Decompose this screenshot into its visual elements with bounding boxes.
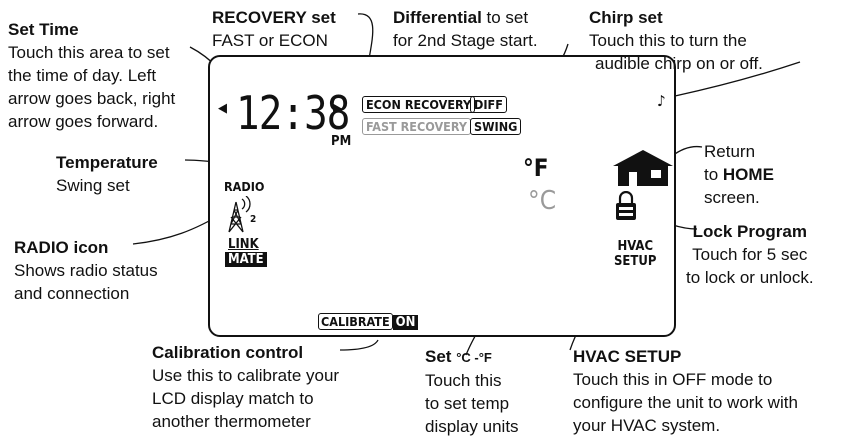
- home-to: to: [704, 165, 723, 184]
- lcd-display: [208, 55, 676, 337]
- callout-return-home: Return to HOME screen.: [704, 140, 774, 209]
- set-time-line: Touch this area to set: [8, 43, 170, 62]
- set-time-line: the time of day. Left: [8, 66, 157, 85]
- hvac-line: configure the unit to work with: [573, 393, 798, 412]
- callout-differential: Differential to set for 2nd Stage start.: [393, 6, 538, 52]
- calibrate-label: CALIBRATE: [318, 313, 393, 330]
- callout-radio: RADIO icon Shows radio status and connec…: [14, 236, 158, 305]
- units-line: Touch this: [425, 371, 502, 390]
- callout-lock: Lock Program Touch for 5 sec to lock or …: [686, 220, 814, 289]
- units-title: Set: [425, 347, 452, 366]
- set-time-line: arrow goes back, right: [8, 89, 176, 108]
- radio-line: and connection: [14, 284, 130, 303]
- radio-label: RADIO: [224, 179, 265, 194]
- padlock-icon[interactable]: [614, 191, 638, 221]
- calibration-line: LCD display match to: [152, 389, 314, 408]
- leader-calibration: [339, 339, 379, 351]
- hvac-line: your HVAC system.: [573, 416, 721, 435]
- fast-recovery-button[interactable]: FAST RECOVERY: [362, 118, 471, 135]
- callout-calibration: Calibration control Use this to calibrat…: [152, 341, 339, 433]
- fahrenheit-toggle[interactable]: °F: [523, 154, 549, 182]
- units-line: display units: [425, 417, 519, 436]
- units-symbols: °C -°F: [456, 350, 492, 365]
- radio-title: RADIO icon: [14, 238, 109, 257]
- time-forward-arrow[interactable]: ▶: [333, 101, 342, 116]
- hvac-line-1: HVAC: [617, 239, 654, 254]
- callout-recovery: RECOVERY set FAST or ECON: [212, 6, 336, 52]
- hvac-setup-button[interactable]: HVAC SETUP: [614, 239, 656, 269]
- radio-line: Shows radio status: [14, 261, 158, 280]
- differential-rest: to set: [481, 8, 529, 27]
- leader-chirp: [674, 61, 801, 97]
- leader-home: [671, 145, 703, 157]
- calibration-line: Use this to calibrate your: [152, 366, 340, 385]
- calibration-line: another thermometer: [152, 412, 311, 431]
- callout-set-units: Set °C -°F Touch this to set temp displa…: [425, 345, 519, 438]
- callout-set-time: Set Time Touch this area to set the time…: [8, 18, 175, 133]
- recovery-title: RECOVERY set: [212, 8, 336, 27]
- swing-button[interactable]: SWING: [470, 118, 522, 135]
- lock-line: to lock or unlock.: [686, 268, 814, 287]
- calibration-title: Calibration control: [152, 343, 304, 362]
- hvac-line-2: SETUP: [614, 254, 657, 269]
- ampm-indicator: PM: [331, 134, 352, 149]
- home-line-3: screen.: [704, 188, 760, 207]
- callout-chirp: Chirp set Touch this to turn the audible…: [589, 6, 763, 75]
- mate-label: MATE: [225, 252, 267, 267]
- celsius-toggle[interactable]: °C: [528, 186, 557, 216]
- hvac-line: Touch this in OFF mode to: [573, 370, 773, 389]
- set-time-line: arrow goes forward.: [8, 112, 159, 131]
- time-back-arrow[interactable]: ◀: [218, 101, 227, 116]
- callout-temperature: Temperature Swing set: [56, 151, 158, 197]
- diff-button[interactable]: DIFF: [470, 96, 507, 113]
- lock-line: Touch for 5 sec: [692, 245, 808, 264]
- lock-title: Lock Program: [692, 222, 807, 241]
- temperature-line: Swing set: [56, 176, 130, 195]
- chirp-line: audible chirp on or off.: [595, 54, 763, 73]
- recovery-line: FAST or ECON: [212, 31, 328, 50]
- radio-tower-icon: [228, 196, 251, 233]
- callout-hvac-setup: HVAC SETUP Touch this in OFF mode to con…: [573, 345, 798, 437]
- music-note-icon[interactable]: ♪: [657, 92, 666, 110]
- chirp-title: Chirp set: [589, 8, 663, 27]
- house-icon[interactable]: [613, 150, 673, 186]
- time-digits[interactable]: 12:38: [236, 86, 350, 140]
- econ-recovery-button[interactable]: ECON RECOVERY: [362, 96, 476, 113]
- differential-line: for 2nd Stage start.: [393, 31, 538, 50]
- link-label: LINK: [228, 237, 259, 252]
- home-line-1: Return: [704, 142, 756, 161]
- differential-title: Differential: [393, 8, 482, 27]
- chirp-line: Touch this to turn the: [589, 31, 747, 50]
- hvac-title: HVAC SETUP: [573, 347, 682, 366]
- units-line: to set temp: [425, 394, 510, 413]
- calibrate-on-indicator: ON: [392, 315, 419, 330]
- set-time-title: Set Time: [8, 20, 79, 39]
- home-word: HOME: [722, 165, 774, 184]
- radio-channel-index: 2: [250, 214, 257, 225]
- temperature-title: Temperature: [56, 153, 158, 172]
